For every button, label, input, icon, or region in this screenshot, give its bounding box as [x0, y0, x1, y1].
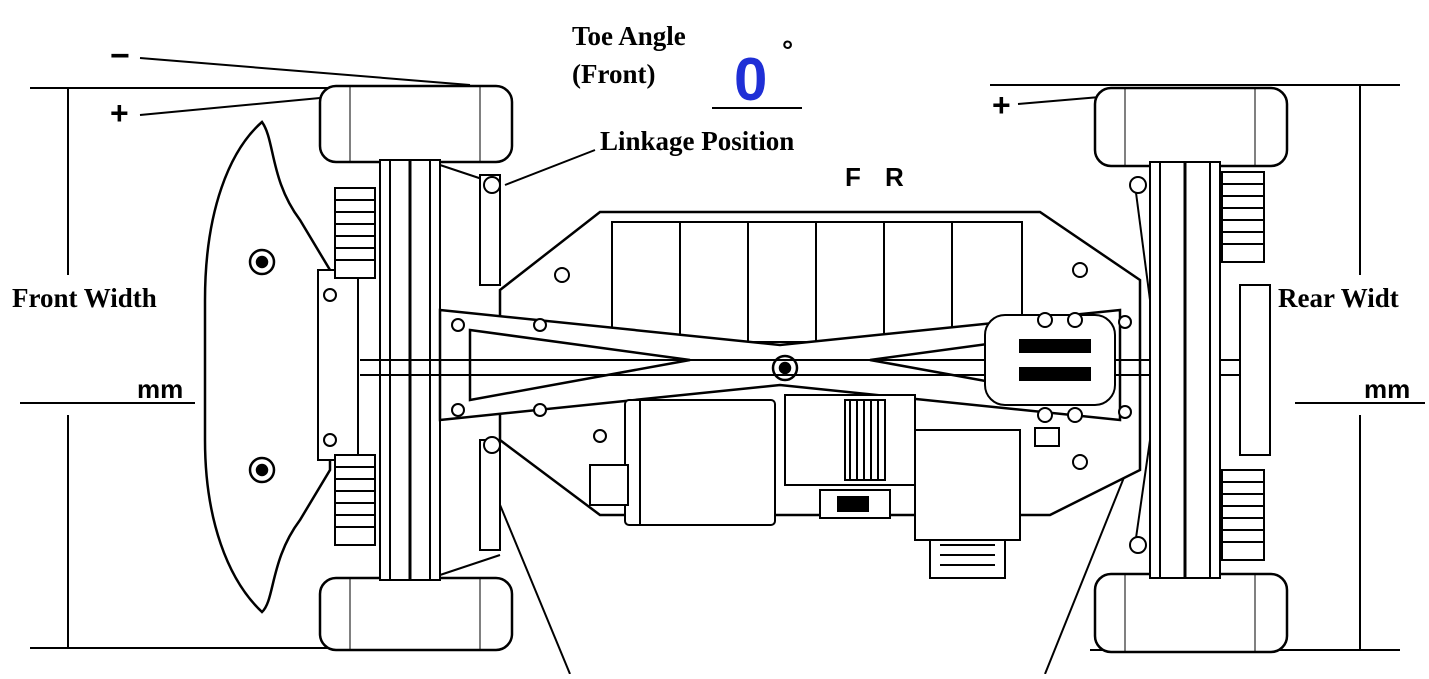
chassis-screws — [451, 267, 607, 443]
battery-pack — [611, 221, 1023, 343]
toe-plus-sign-front: + — [110, 95, 129, 131]
front-spring-right — [334, 454, 376, 546]
front-right-wheel — [318, 576, 514, 652]
front-width-dimension — [20, 87, 330, 649]
rear-left-wheel — [1093, 86, 1289, 168]
rear-suspension — [1072, 161, 1271, 579]
front-bumper — [203, 120, 332, 614]
linkage-position-label: Linkage Position — [600, 126, 794, 156]
rear-spring-left — [1221, 171, 1265, 263]
toe-angle-degree-symbol: ° — [782, 35, 793, 66]
linkage-rear-letter: R — [885, 162, 904, 192]
rear-spring-right — [1221, 469, 1265, 561]
rear-differential — [984, 312, 1116, 447]
front-width-label: Front Width — [12, 283, 157, 313]
front-width-unit: mm — [137, 374, 183, 404]
linkage-front-letter: F — [845, 162, 861, 192]
rear-width-unit: mm — [1364, 374, 1410, 404]
toe-angle-value: 0 — [734, 46, 767, 113]
spur-gear — [844, 399, 886, 481]
toe-indicator-lines — [139, 57, 1136, 675]
toe-minus-sign: − — [110, 37, 130, 75]
front-spring-left — [334, 187, 376, 279]
toe-angle-title-line1: Toe Angle — [572, 21, 686, 51]
rear-right-wheel — [1093, 572, 1289, 654]
rear-width-label: Rear Widt — [1278, 283, 1399, 313]
front-left-wheel — [318, 84, 514, 164]
toe-plus-sign-rear: + — [992, 87, 1011, 123]
toe-angle-title-line2: (Front) — [572, 59, 655, 89]
motor-assembly — [589, 394, 1021, 579]
